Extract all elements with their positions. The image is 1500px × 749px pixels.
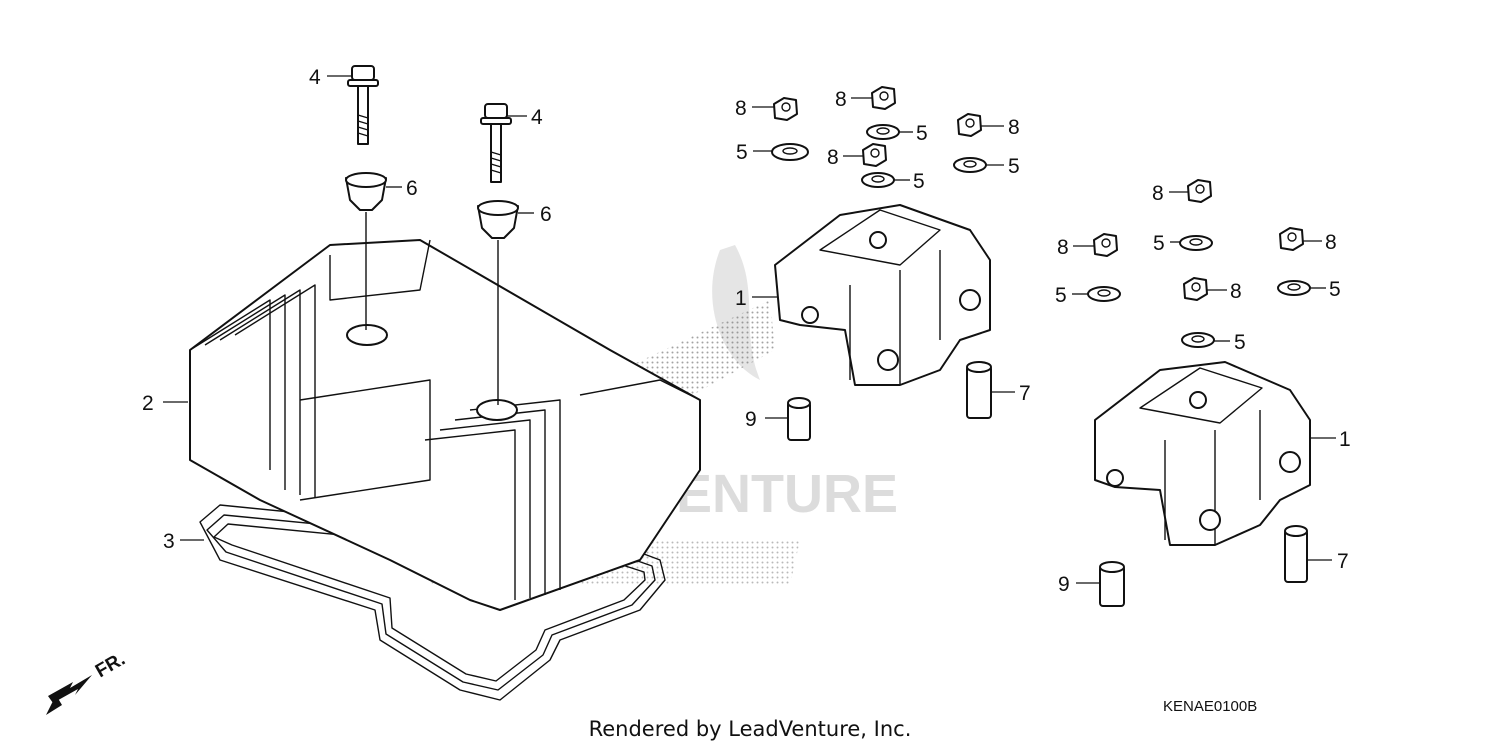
callout-1: 1 <box>735 287 747 310</box>
cylinder-head-cover <box>189 239 701 611</box>
dowel-pin-9-lower <box>1099 561 1125 607</box>
callout-8: 8 <box>1008 116 1020 139</box>
washer-icon <box>1179 235 1213 251</box>
washer-icon <box>1087 286 1121 302</box>
callout-3: 3 <box>163 530 175 553</box>
callout-9: 9 <box>745 408 757 431</box>
leader-lines <box>163 75 1336 584</box>
callout-2: 2 <box>142 392 154 415</box>
nut-icon <box>957 113 982 137</box>
callout-5: 5 <box>1055 284 1067 307</box>
render-credit: Rendered by LeadVenture, Inc. <box>588 717 912 741</box>
rocker-holder-lower <box>1094 361 1311 546</box>
callout-8: 8 <box>827 146 839 169</box>
callout-8: 8 <box>1325 231 1337 254</box>
callout-4: 4 <box>531 106 543 129</box>
bolt-right <box>480 103 512 183</box>
callout-8: 8 <box>1057 236 1069 259</box>
front-arrow-icon <box>46 675 92 715</box>
nut-icon <box>773 97 798 121</box>
callout-5: 5 <box>913 170 925 193</box>
washer-icon <box>1181 332 1215 348</box>
callout-1: 1 <box>1339 428 1351 451</box>
grommet-left <box>345 172 387 211</box>
nut-icon <box>1183 277 1208 301</box>
washer-icon <box>1277 280 1311 296</box>
nut-icon <box>1279 227 1304 251</box>
nut-icons <box>773 86 1304 301</box>
callout-5: 5 <box>1234 331 1246 354</box>
callout-5: 5 <box>1329 278 1341 301</box>
nut-icon <box>1187 179 1212 203</box>
callout-7: 7 <box>1337 550 1349 573</box>
nut-icon <box>1093 233 1118 257</box>
dowel-pin-7-upper <box>966 361 992 419</box>
washer-icon <box>861 172 895 188</box>
washer-icons <box>771 124 1311 348</box>
callout-8: 8 <box>1230 280 1242 303</box>
callout-5: 5 <box>736 141 748 164</box>
callout-5: 5 <box>1008 155 1020 178</box>
drawing-code: KENAE0100B <box>1163 698 1258 715</box>
callout-9: 9 <box>1058 573 1070 596</box>
callout-6: 6 <box>406 177 418 200</box>
washer-icon <box>953 157 987 173</box>
nut-icon <box>862 143 887 167</box>
callout-8: 8 <box>735 97 747 120</box>
callout-7: 7 <box>1019 382 1031 405</box>
rocker-holder-upper <box>774 204 991 386</box>
callout-6: 6 <box>540 203 552 226</box>
callout-8: 8 <box>835 88 847 111</box>
callout-labels: 4 4 6 6 2 3 1 1 7 7 9 9 8 8 8 8 8 8 8 8 … <box>142 66 1351 596</box>
callout-8: 8 <box>1152 182 1164 205</box>
washer-icon <box>771 143 809 161</box>
washer-icon <box>866 124 900 140</box>
callout-4: 4 <box>309 66 321 89</box>
callout-5: 5 <box>1153 232 1165 255</box>
bolt-left <box>347 65 379 145</box>
callout-5: 5 <box>916 122 928 145</box>
dowel-pin-7-lower <box>1284 525 1308 583</box>
dowel-pin-9-upper <box>787 397 811 441</box>
nut-icon <box>871 86 896 110</box>
grommet-right <box>477 200 519 239</box>
